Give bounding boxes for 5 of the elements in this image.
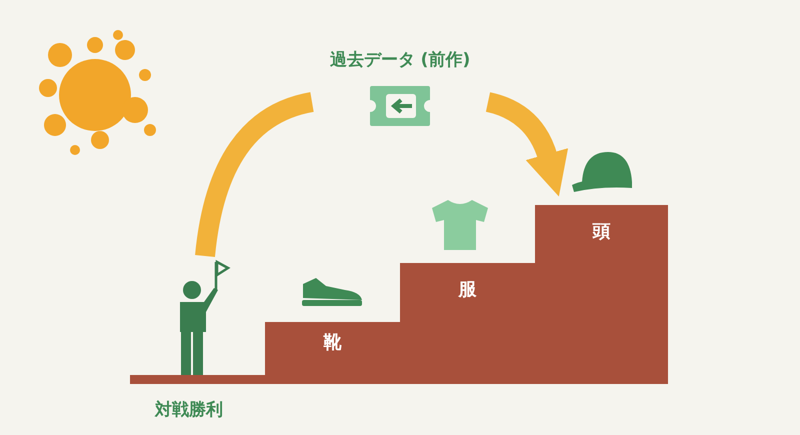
node-label: 対戦勝利 [155,399,223,421]
stair-step: 頭 [535,205,668,384]
stair-step: 靴 [265,322,400,384]
heading: 過去データ (前作) [330,49,470,71]
stair-step: 服 [400,263,535,384]
